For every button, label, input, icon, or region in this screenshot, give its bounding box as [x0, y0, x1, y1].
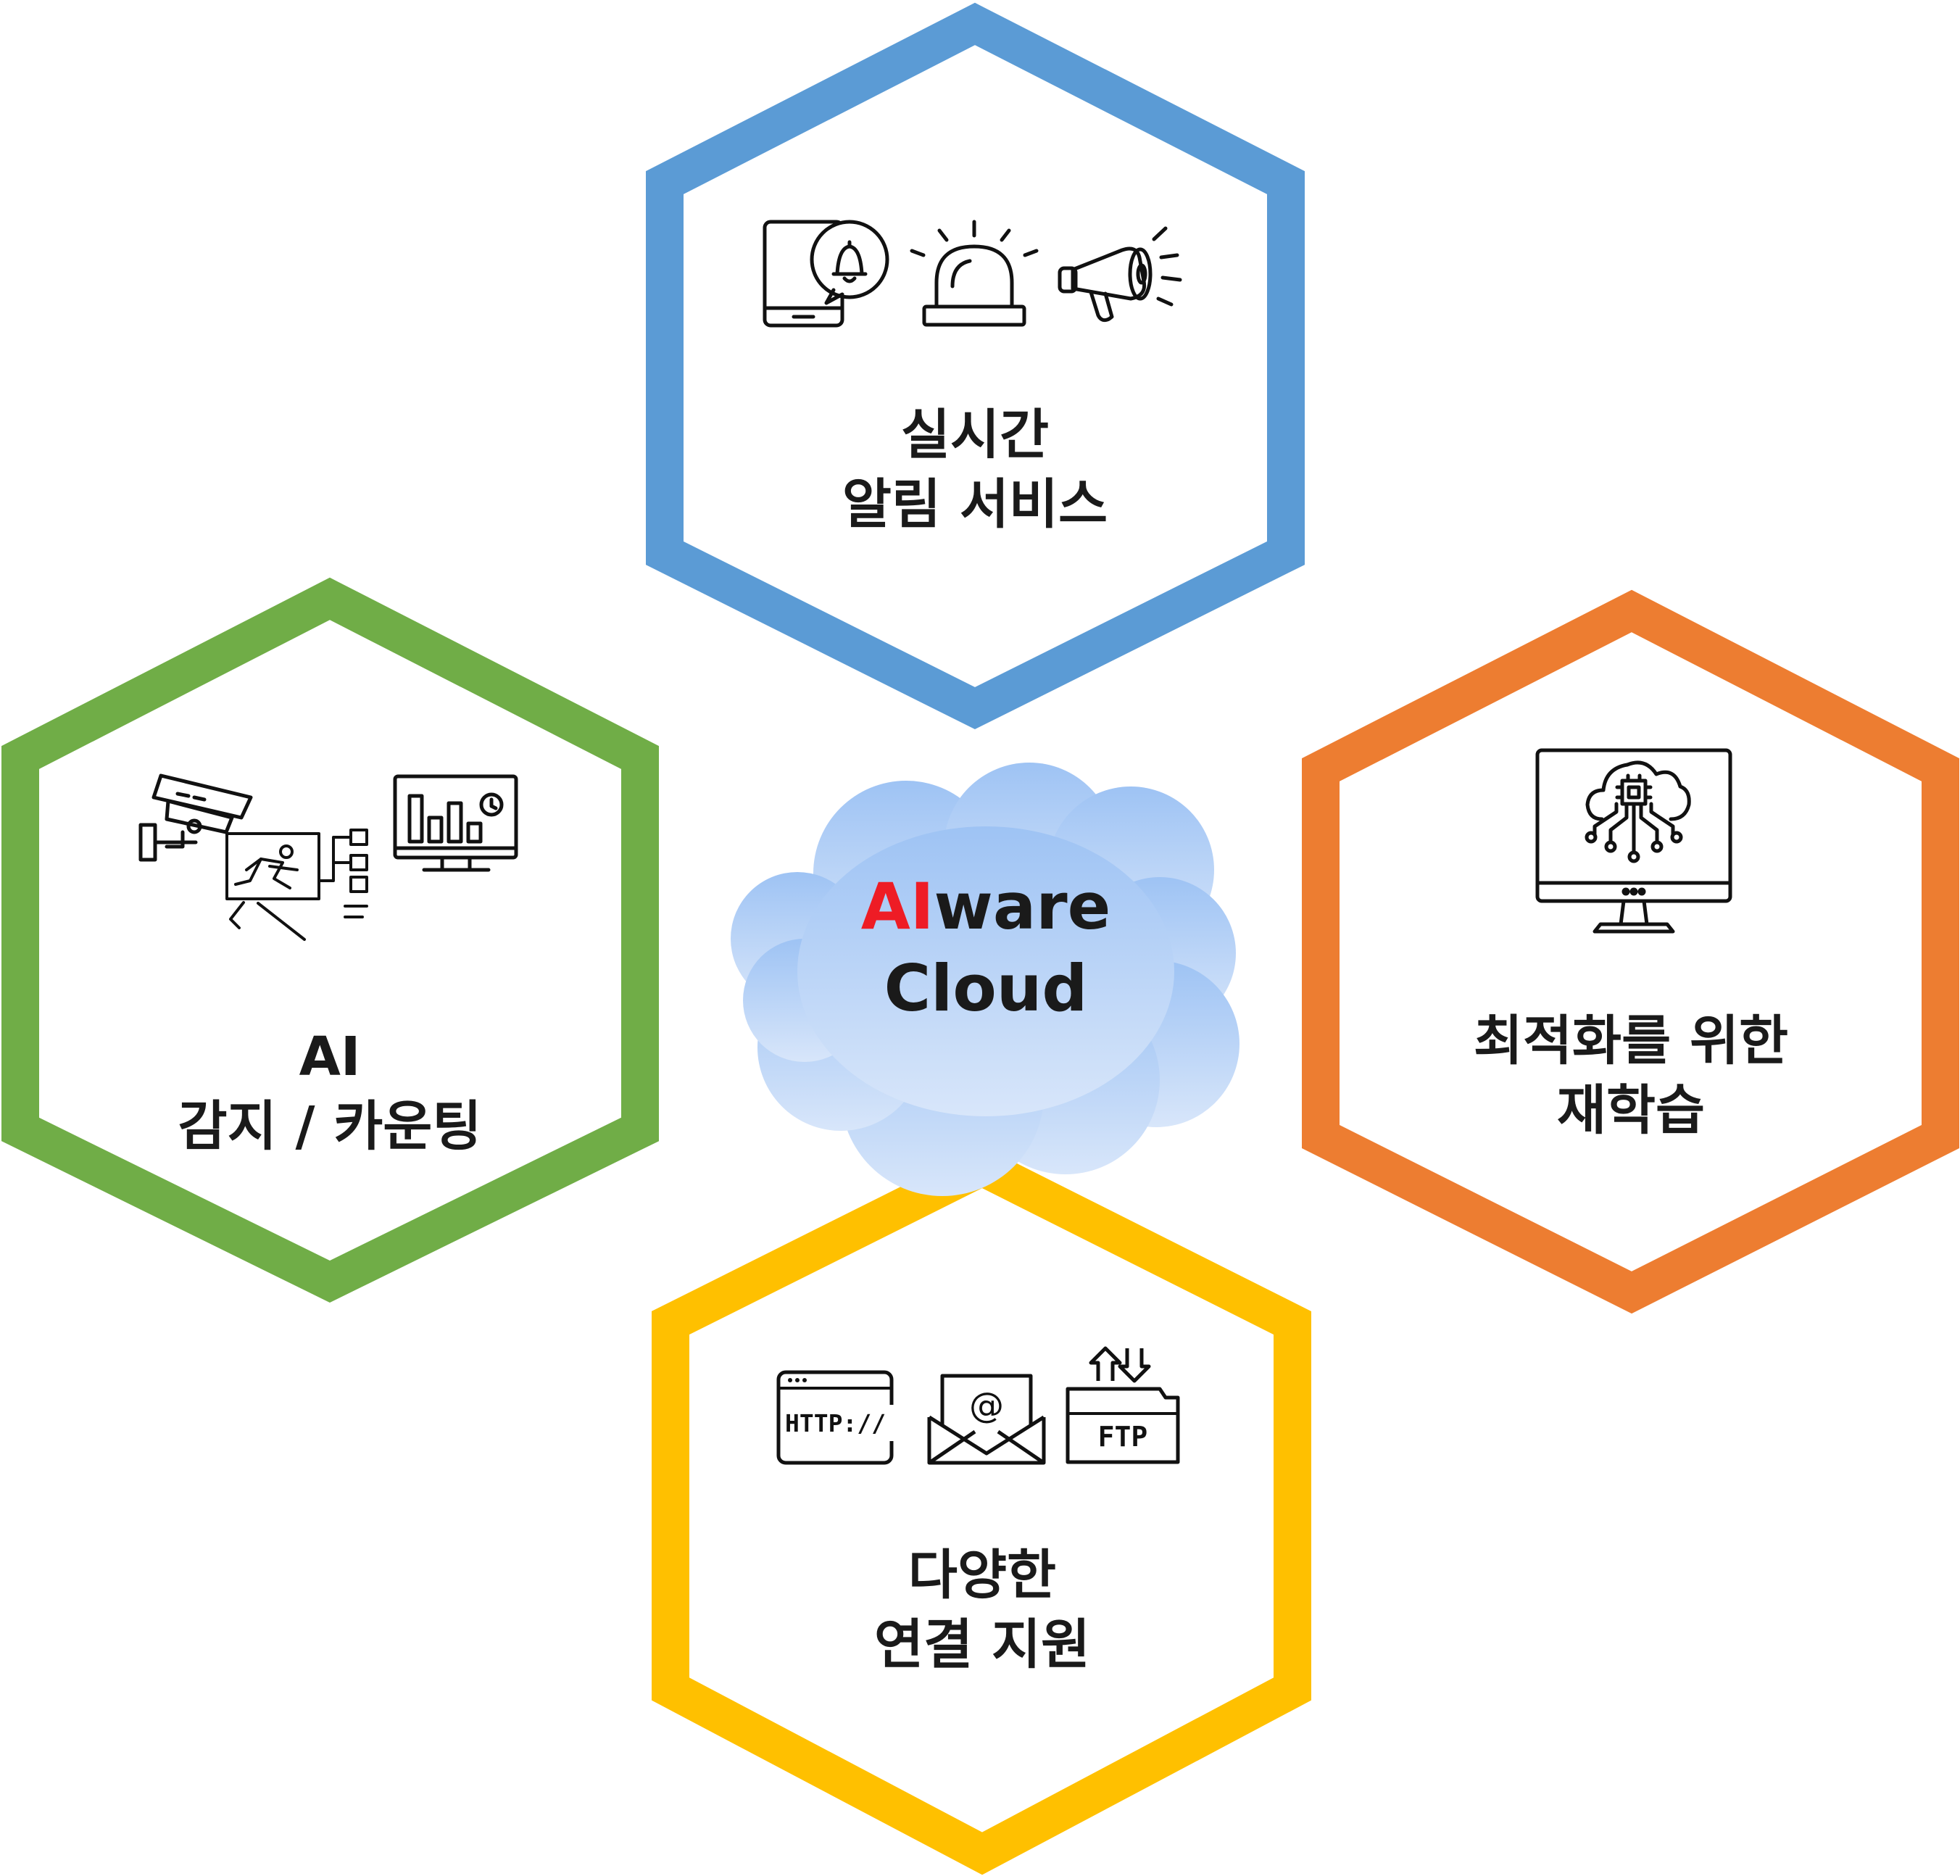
http-icon-text: HTTP://	[785, 1409, 886, 1437]
hexagon-top-label-line1: 실시간	[900, 404, 1050, 466]
ftp-icon: FTP	[1066, 1346, 1180, 1464]
detection-tracking-icon	[225, 829, 368, 941]
hexagon-bottom-label-line1: 다양한	[908, 1544, 1057, 1606]
hexagon-top	[646, 2, 1305, 730]
email-icon-text: @	[969, 1385, 1004, 1426]
center-title-accent: AI	[860, 869, 934, 944]
hexagon-right-label-line2: 재학습	[1556, 1079, 1706, 1142]
cloud-chip-monitor-icon	[1535, 748, 1732, 934]
siren-icon	[910, 220, 1039, 327]
hexagon-left	[1, 577, 659, 1303]
megaphone-icon	[1058, 226, 1182, 323]
hexagon-right	[1302, 589, 1959, 1314]
ftp-icon-text: FTP	[1098, 1421, 1148, 1453]
center-title: AIware Cloud	[830, 866, 1142, 1029]
center-title-line2: Cloud	[884, 950, 1088, 1026]
hexagon-left-label: AI 감지 / 카운팅	[112, 1022, 547, 1161]
hexagon-right-label-line1: 최적화를 위한	[1473, 1010, 1789, 1072]
hexagon-top-label-line2: 알림 서비스	[842, 473, 1108, 536]
cloud-shape	[731, 763, 1239, 1196]
hexagon-right-label: 최적화를 위한 재학습	[1395, 1006, 1866, 1145]
cctv-camera-icon	[138, 773, 253, 862]
hexagon-bottom-label: 다양한 연결 지원	[765, 1540, 1200, 1680]
analytics-monitor-icon	[393, 774, 518, 872]
hexagon-bottom	[652, 1145, 1311, 1875]
hexagon-left-label-line2: 감지 / 카운팅	[178, 1095, 482, 1158]
smartphone-notification-icon	[763, 220, 889, 328]
center-title-line1: AIware	[830, 866, 1142, 948]
hexagon-left-label-line1: AI	[299, 1026, 361, 1088]
http-icon: HTTP://	[776, 1370, 906, 1465]
email-icon: @	[927, 1374, 1046, 1465]
hexagon-bottom-label-line2: 연결 지원	[873, 1614, 1091, 1677]
hexagon-top-label: 실시간 알림 서비스	[757, 400, 1192, 539]
center-title-rest: ware	[934, 869, 1111, 944]
